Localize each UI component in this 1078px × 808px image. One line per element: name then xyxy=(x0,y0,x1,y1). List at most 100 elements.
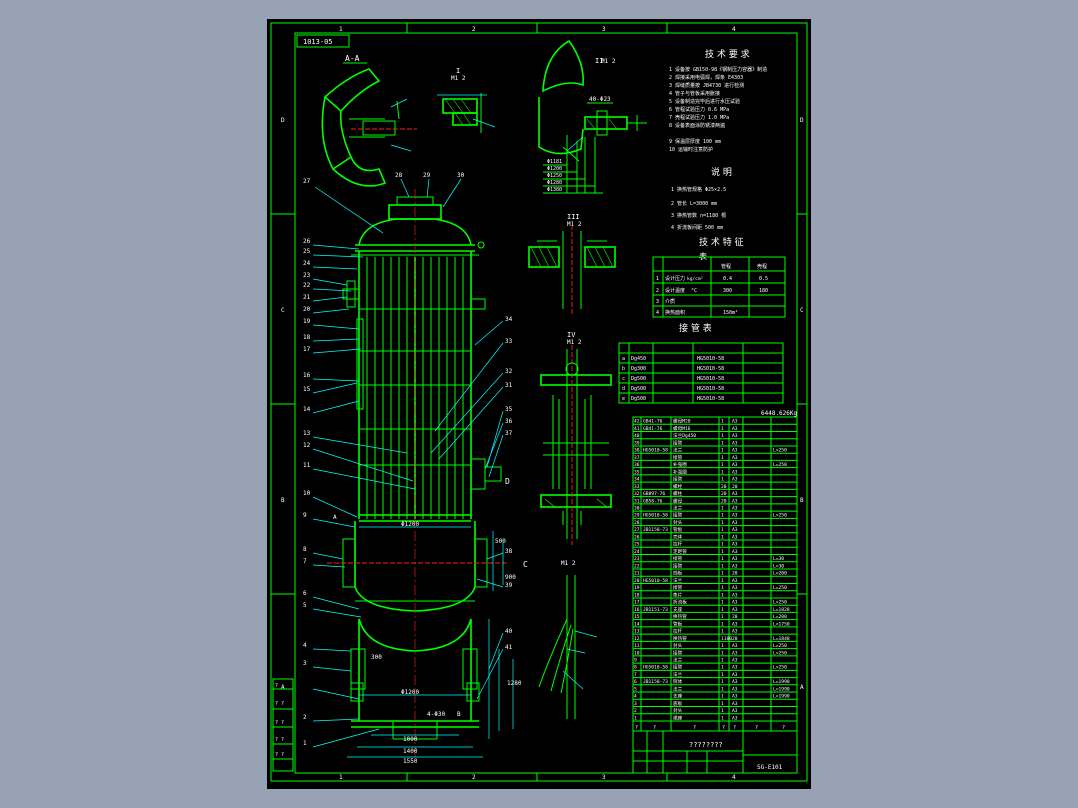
tech-req-line-7: 8 设备表面涂防锈漆两遍 xyxy=(669,122,725,129)
parts-row-5-no: 5 xyxy=(634,686,637,692)
detail-i-view: I M1 2 xyxy=(437,67,496,133)
parts-row-40-no: 40 xyxy=(634,433,640,439)
parts-row-34-qty: 1 xyxy=(721,477,724,483)
col-mark-2b: 2 xyxy=(472,774,476,781)
nozzle-row-b-std: HG5010-58 xyxy=(697,366,724,372)
parts-row-6-std: JB1158-73 xyxy=(643,679,668,685)
parts-row-38-std: HG5010-58 xyxy=(643,448,668,454)
parts-row-22-mat: A3 xyxy=(732,563,738,569)
parts-row-10-name: 接管 xyxy=(673,649,683,656)
parts-row-17-qty: 1 xyxy=(721,600,724,606)
parts-row-22-note: L=30 xyxy=(773,563,784,569)
balloons-left: 27 26 25 24 23 22 21 20 19 18 17 16 15 1… xyxy=(303,178,311,747)
tech-char-row-4-no: 4 xyxy=(656,310,659,316)
parts-row-5-note: L=1990 xyxy=(773,686,790,692)
parts-row-37-mat: A3 xyxy=(732,455,738,461)
parts-row-29-name: 接管 xyxy=(673,512,683,519)
parts-row-35-name: 补强圈 xyxy=(673,468,687,475)
parts-row-1-qty: 1 xyxy=(721,715,724,721)
parts-row-26-mat: A3 xyxy=(732,534,738,540)
parts-row-36-name: 补强圈 xyxy=(673,461,687,468)
tech-req-line-9: 10 运输时注意防护 xyxy=(669,146,713,153)
col-mark-4: 4 xyxy=(732,26,736,33)
parts-row-15-no: 15 xyxy=(634,614,640,620)
tech-char-row-1-unit: kg/cm² xyxy=(687,276,703,282)
engineering-drawing: .g{stroke:#00ff00;fill:none;stroke-width… xyxy=(270,22,808,782)
tech-req-line-8: 9 保温层厚度 100 mm xyxy=(669,138,721,145)
parts-row-16-note: L=1828 xyxy=(773,607,790,613)
balloon-21: 21 xyxy=(303,294,311,301)
parts-row-38-name: 法兰 xyxy=(673,447,683,454)
detail-i-dim-0: Φ1181 xyxy=(547,159,562,165)
parts-row-8-std: HG5010-58 xyxy=(643,665,668,671)
parts-row-4-name: 支座 xyxy=(673,693,683,700)
tech-char-row-2-no: 2 xyxy=(656,288,659,294)
dim-h-side: 500 xyxy=(495,538,506,545)
balloon-37: 37 xyxy=(505,430,513,437)
parts-row-36-no: 36 xyxy=(634,462,640,468)
parts-row-16-no: 16 xyxy=(634,607,640,613)
section-aa-label: A-A xyxy=(345,54,360,63)
parts-row-35-qty: 1 xyxy=(721,469,724,475)
parts-row-25-no: 25 xyxy=(634,542,640,548)
balloon-12: 12 xyxy=(303,442,311,449)
row-mark-b: B xyxy=(281,497,285,504)
parts-row-9-name: 法兰 xyxy=(673,656,683,663)
parts-row-38-mat: A3 xyxy=(732,448,738,454)
parts-row-16-name: 支座 xyxy=(673,606,683,613)
parts-row-29-qty: 1 xyxy=(721,513,724,519)
outer-border xyxy=(270,22,808,782)
parts-row-12-name: 换热管 xyxy=(673,635,687,642)
nozzle-row-c-std: HG5010-58 xyxy=(697,376,724,382)
parts-row-30-qty: 1 xyxy=(721,505,724,511)
parts-row-6-no: 6 xyxy=(634,679,637,685)
col-mark-4b: 4 xyxy=(732,774,736,781)
parts-row-4-note: L=1990 xyxy=(773,694,790,700)
parts-row-31-name: 螺母 xyxy=(673,497,683,504)
parts-row-35-no: 35 xyxy=(634,469,640,475)
nozzle-row-e-sym: e xyxy=(622,396,625,402)
tech-req-line-3: 4 管子与管板采用胀接 xyxy=(669,90,720,97)
nozzle-row-c-sym: c xyxy=(622,376,625,382)
parts-row-18-name: 垫片 xyxy=(673,591,683,598)
parts-row-26-no: 26 xyxy=(634,534,640,540)
dim-w1550: 1550 xyxy=(403,758,418,765)
notes-line-1: 2 管长 L=3000 mm xyxy=(671,200,717,207)
parts-row-36-mat: A3 xyxy=(732,462,738,468)
parts-row-10-no: 10 xyxy=(634,650,640,656)
row-mark-d: D xyxy=(281,117,285,124)
parts-row-24-mat: A3 xyxy=(732,549,738,555)
marker-c: C xyxy=(523,560,528,569)
detail-ii-label: II xyxy=(595,57,603,65)
detail-iv-scale: M1 2 xyxy=(567,339,582,346)
parts-row-13-qty: 1 xyxy=(721,629,724,635)
parts-row-26-qty: 1 xyxy=(721,534,724,540)
parts-row-32-mat: A3 xyxy=(732,491,738,497)
parts-head-5: ? xyxy=(755,725,758,731)
parts-row-32-no: 32 xyxy=(634,491,640,497)
parts-row-13-mat: A3 xyxy=(732,629,738,635)
left-strip-cell-1: ? ? xyxy=(275,701,284,707)
detail-iii-label: III xyxy=(567,213,580,221)
parts-row-29-no: 29 xyxy=(634,513,640,519)
nozzle-row-a-sym: a xyxy=(622,356,625,362)
parts-row-8-mat: A3 xyxy=(732,665,738,671)
balloon-15: 15 xyxy=(303,386,311,393)
frame-row-marks: D C B A D C B A xyxy=(271,117,807,691)
title-block: ???????? SG-E101 xyxy=(632,730,798,774)
parts-row-18-no: 18 xyxy=(634,592,640,598)
parts-row-25-name: 拉杆 xyxy=(673,541,683,548)
parts-row-41-name: 螺母M16 xyxy=(673,425,691,432)
tech-req-line-4: 5 设备制造完毕后进行水压试验 xyxy=(669,98,740,105)
parts-row-38-no: 38 xyxy=(634,448,640,454)
parts-row-37-name: 接管 xyxy=(673,454,683,461)
parts-list-header: ? ? ? ? ? ? ? xyxy=(632,720,798,732)
balloon-41: 41 xyxy=(505,644,513,651)
balloon-18: 18 xyxy=(303,334,311,341)
detail-i-dim-3: Φ1280 xyxy=(547,180,562,186)
parts-row-41-mat: A3 xyxy=(732,426,738,432)
tech-char-row-1-name: 设计压力 xyxy=(665,275,685,282)
parts-row-21-qty: 1 xyxy=(721,571,724,577)
nozzle-row-d-std: HG5010-58 xyxy=(697,386,724,392)
